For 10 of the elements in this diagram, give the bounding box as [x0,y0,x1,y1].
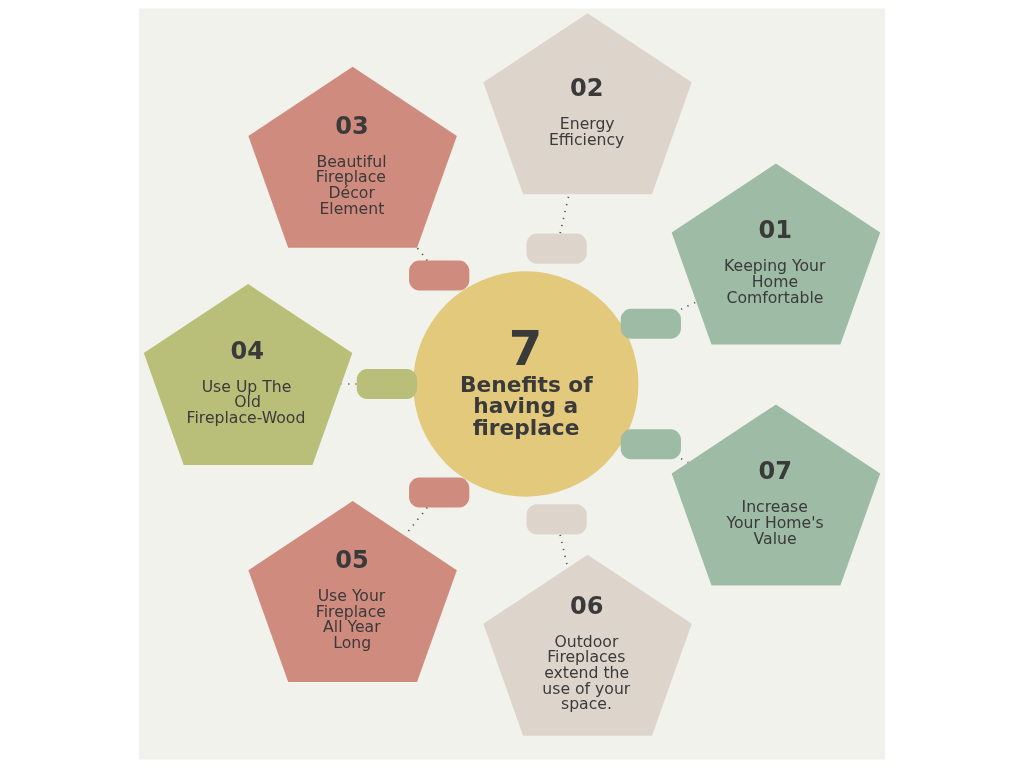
node-arc [620,308,681,339]
node-arc [409,260,470,291]
node-arc [526,504,587,535]
connector [416,246,428,262]
node-arc [409,477,470,508]
node-arc [620,429,681,460]
node-arc [526,233,587,264]
node-circle: 7 Benefits of having a fireplace [413,271,639,497]
connector [680,458,690,464]
node-arc [356,368,418,400]
